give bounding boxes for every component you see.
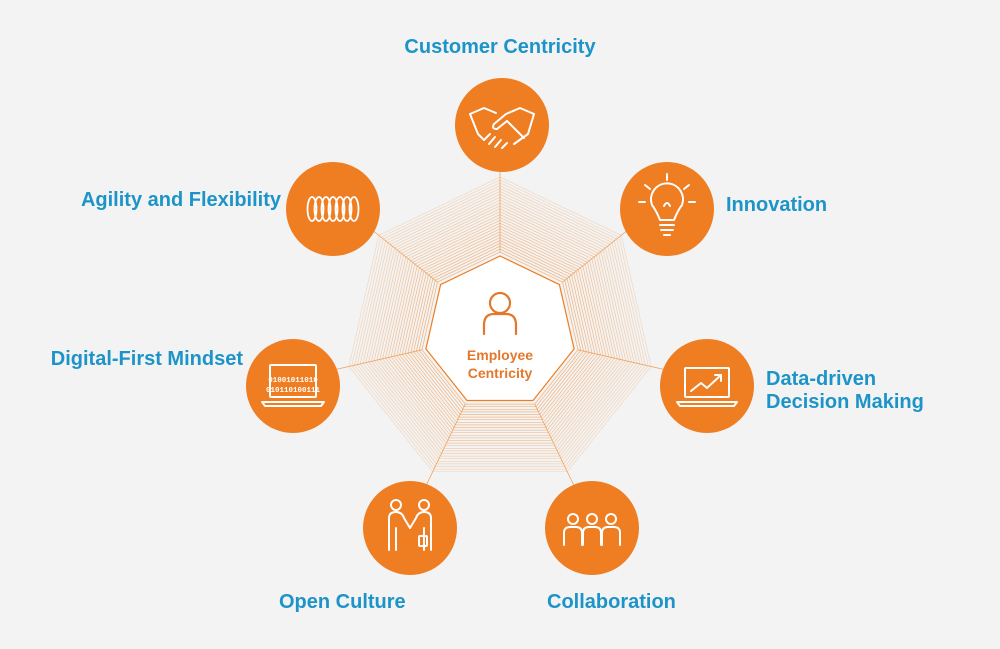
web-ring xyxy=(407,237,593,418)
label-data-driven-line-2: Decision Making xyxy=(766,391,924,413)
node-collaboration xyxy=(545,481,639,575)
web-ring xyxy=(365,193,635,457)
web-ring xyxy=(356,185,644,465)
node-innovation xyxy=(620,162,714,256)
web-ring xyxy=(359,188,641,462)
web-ring xyxy=(410,240,590,415)
node-data-driven-decision-making xyxy=(660,339,754,433)
label-digital-first-mindset-text: Digital-First Mindset xyxy=(50,348,243,370)
web-ring xyxy=(351,179,649,470)
node-digital-first-mindset: 01001011010 010110100111 xyxy=(246,339,340,433)
web-ring xyxy=(371,199,629,452)
label-customer-centricity: Customer Centricity xyxy=(0,36,1000,59)
web-ring xyxy=(385,214,615,439)
center-heptagon xyxy=(425,255,575,402)
web-ring xyxy=(393,222,607,431)
label-collaboration: Collaboration xyxy=(547,591,676,614)
web-ring xyxy=(416,245,584,410)
label-digital-first-mindset: Digital-First Mindset xyxy=(51,348,243,371)
binary-line-2: 010110100111 xyxy=(266,387,321,395)
web-ring xyxy=(354,182,646,467)
label-data-driven-line-1: Data-driven xyxy=(766,368,877,390)
label-innovation: Innovation xyxy=(726,194,827,217)
node-customer-centricity xyxy=(455,78,549,172)
web-ring xyxy=(382,211,618,441)
web-ring xyxy=(418,248,582,408)
label-innovation-text: Innovation xyxy=(726,194,828,216)
handshake-icon xyxy=(469,107,535,149)
label-agility-and-flexibility: Agility and Flexibility xyxy=(81,189,281,212)
lightbulb-icon xyxy=(638,173,696,236)
label-agility-and-flexibility-text: Agility and Flexibility xyxy=(80,189,281,211)
web-ring xyxy=(362,191,638,460)
web-ring xyxy=(404,234,596,421)
web-ring xyxy=(390,219,610,434)
web-ring xyxy=(387,217,613,436)
node-open-culture xyxy=(363,481,457,575)
center-label: Employee Centricity xyxy=(440,346,560,382)
label-open-culture: Open Culture xyxy=(279,591,406,614)
web-ring xyxy=(376,205,624,447)
web-ring xyxy=(421,251,579,405)
spring-coil-icon xyxy=(306,196,360,222)
web-ring xyxy=(413,242,587,413)
web-ring xyxy=(348,176,652,473)
laptop-chart-icon xyxy=(676,367,738,407)
web-ring xyxy=(401,231,599,423)
web-ring xyxy=(368,196,632,454)
team-icon xyxy=(563,513,621,546)
people-handshake-icon xyxy=(388,499,432,551)
node-agility-and-flexibility xyxy=(286,162,380,256)
radial-web-lines xyxy=(309,137,691,508)
web-ring xyxy=(379,208,621,444)
label-data-driven-decision-making: Data-driven Decision Making xyxy=(766,368,924,414)
web-ring xyxy=(399,228,601,426)
person-icon xyxy=(482,291,518,336)
web-ring xyxy=(396,225,604,428)
binary-line-1: 01001011010 xyxy=(268,377,318,385)
laptop-binary-icon xyxy=(261,364,325,407)
web-ring xyxy=(373,202,627,449)
label-customer-centricity-text: Customer Centricity xyxy=(404,36,596,58)
label-open-culture-text: Open Culture xyxy=(279,591,406,613)
center-label-line-1: Employee xyxy=(466,347,534,363)
label-collaboration-text: Collaboration xyxy=(547,591,676,613)
center-label-line-2: Centricity xyxy=(467,365,533,381)
